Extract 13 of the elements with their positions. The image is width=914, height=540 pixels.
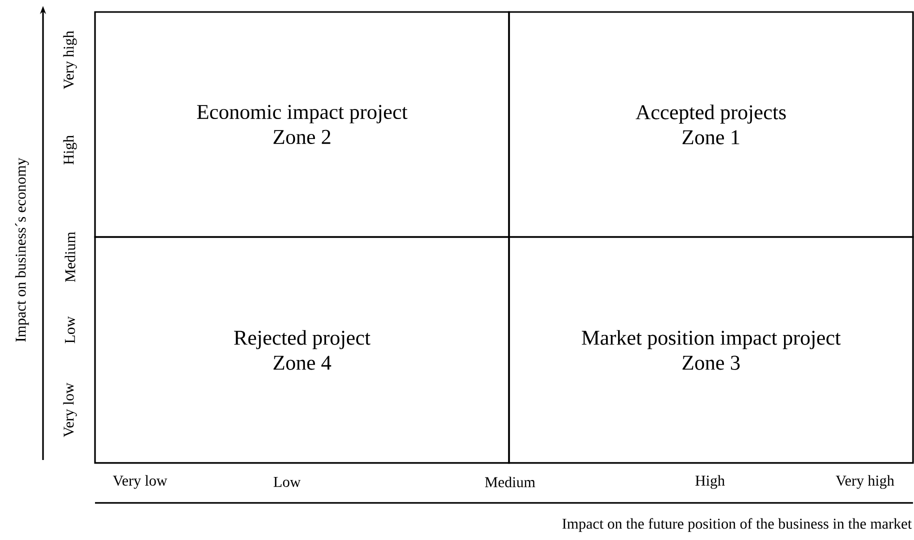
- axis-title: Impact on business´s economy: [15, 158, 29, 342]
- zone-box: Economic impact project Zone 2: [94, 11, 510, 238]
- tick-label: Very low: [63, 382, 77, 438]
- tick-label: Low: [274, 477, 301, 487]
- tick-label: Medium: [64, 232, 76, 282]
- axis-title: Impact on the future position of the business in the market: [562, 518, 912, 532]
- zone-box: Rejected project Zone 4: [94, 236, 510, 464]
- tick-label: Medium: [485, 476, 536, 488]
- zone-box: Accepted projects Zone 1: [508, 11, 914, 238]
- tick-label: High: [63, 135, 77, 165]
- tick-label: Low: [65, 316, 75, 344]
- tick-label: Very high: [63, 30, 77, 90]
- zone-box: Market position impact project Zone 3: [508, 236, 914, 464]
